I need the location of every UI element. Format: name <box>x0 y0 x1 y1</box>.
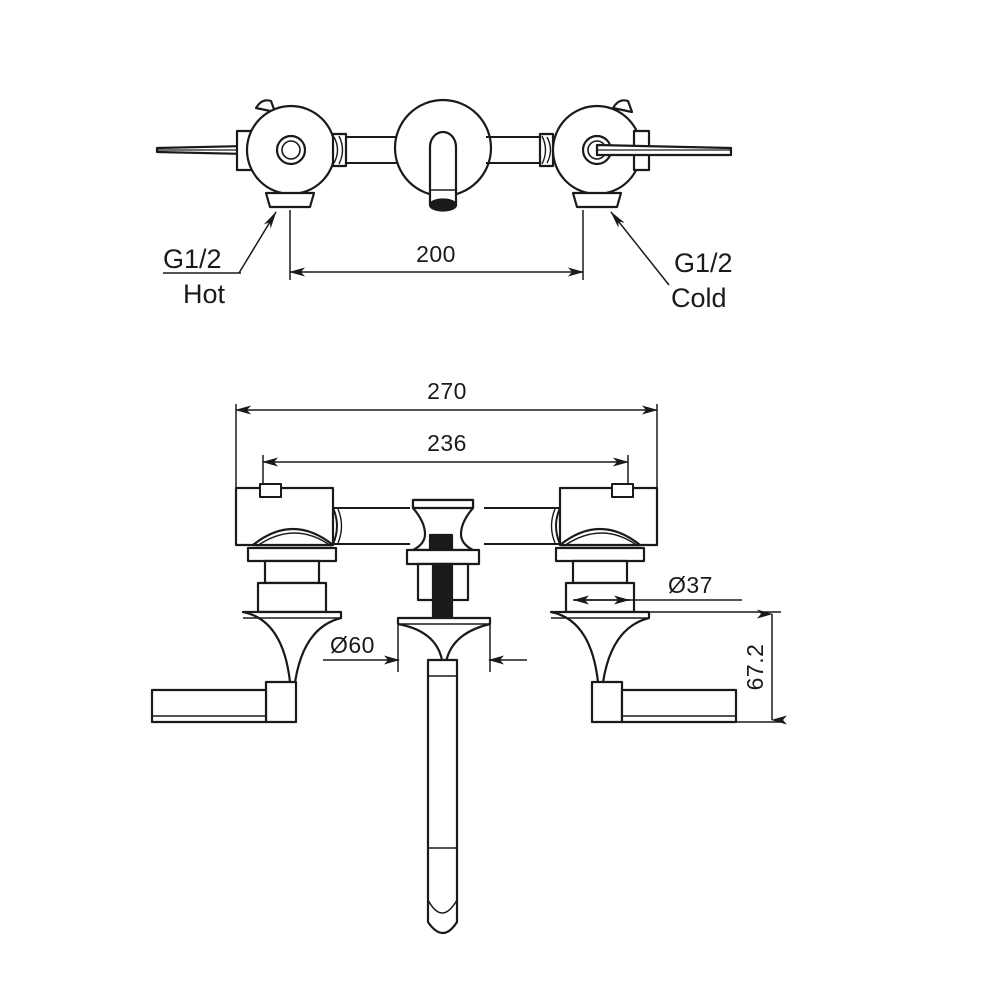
cold-riser-collar <box>564 581 636 614</box>
dimension-236-label: 236 <box>427 430 467 456</box>
spout-flange-plate <box>405 548 481 566</box>
cold-valve-top-notch <box>611 483 634 498</box>
cold-connector-gland <box>546 136 552 164</box>
spout-aerator <box>428 198 458 212</box>
spout-tube <box>426 658 459 935</box>
cold-valve-front <box>549 483 738 724</box>
cold-valve-dome-line <box>563 532 639 547</box>
hot-valve-top-notch <box>259 483 282 498</box>
right-link-tube-front <box>484 507 561 545</box>
hot-base-stem <box>264 680 298 724</box>
hot-valve-front <box>150 483 343 724</box>
cold-service-label: Cold <box>671 283 727 313</box>
hot-valve-assembly-top <box>155 99 400 209</box>
cold-lever-handle-front <box>620 688 738 724</box>
left-link-tube-gland <box>337 508 343 544</box>
right-link-tube-gland <box>550 508 556 544</box>
hot-valve-dome <box>251 527 335 547</box>
dimension-d60 <box>323 618 527 672</box>
cold-flange-plate <box>554 546 646 563</box>
dimension-236 <box>262 455 629 492</box>
cold-base-cone <box>549 610 651 692</box>
dimension-67-2 <box>644 609 787 725</box>
hot-lever-handle-front <box>150 688 268 724</box>
hot-valve-dome-line <box>256 532 332 547</box>
cold-connector-gland-2 <box>541 135 547 165</box>
hot-connector-gland <box>333 136 339 164</box>
hot-connector-gland-2 <box>338 135 344 165</box>
dimension-67-2-label: 67.2 <box>742 644 768 691</box>
hot-boss-top <box>254 99 277 114</box>
spout-escutcheon-top <box>393 98 493 212</box>
spout-tee-top <box>411 498 475 510</box>
dimension-270 <box>235 404 658 492</box>
dimension-200 <box>289 210 584 280</box>
left-link-tube-front <box>332 507 410 545</box>
cold-boss-top <box>611 99 634 114</box>
left-link-tube-outline <box>332 507 410 545</box>
spout-outline-top <box>428 130 458 207</box>
hot-leader-line <box>238 211 277 274</box>
cold-riser <box>571 559 629 585</box>
hot-thread-label: G1/2 <box>163 244 222 274</box>
hot-riser-collar <box>256 581 328 614</box>
dimension-270-label: 270 <box>427 378 467 404</box>
hot-handle-hub-inner <box>281 140 301 160</box>
cold-leader-line <box>610 211 670 286</box>
spout-front <box>396 498 492 935</box>
cold-inlet-block <box>571 191 623 209</box>
hot-inlet-block <box>264 191 316 209</box>
hot-flange-plate <box>246 546 338 563</box>
hot-link-tube <box>346 136 400 164</box>
top-view-group: 200 G1/2 Hot G1/2 Cold <box>155 98 733 313</box>
cold-base-stem <box>590 680 624 724</box>
hot-service-label: Hot <box>183 279 226 309</box>
right-link-tube-outline <box>484 507 561 545</box>
hot-riser <box>263 559 321 585</box>
dimension-200-label: 200 <box>416 241 456 267</box>
dimension-d60-label: Ø60 <box>330 632 375 658</box>
spout-shank-core <box>431 562 454 624</box>
cold-link-tube <box>486 136 540 164</box>
hot-base-cone <box>241 610 343 692</box>
cold-callout-leader <box>610 211 670 286</box>
front-view-group: 270 236 <box>150 378 787 935</box>
spout-tee-key <box>428 533 454 552</box>
spout-tube-tip <box>427 899 458 914</box>
cold-valve-dome <box>558 527 642 547</box>
dimension-d37-label: Ø37 <box>668 572 713 598</box>
cold-valve-assembly-top <box>486 99 733 209</box>
cold-thread-label: G1/2 <box>674 248 733 278</box>
hot-callout-leader <box>163 211 277 274</box>
